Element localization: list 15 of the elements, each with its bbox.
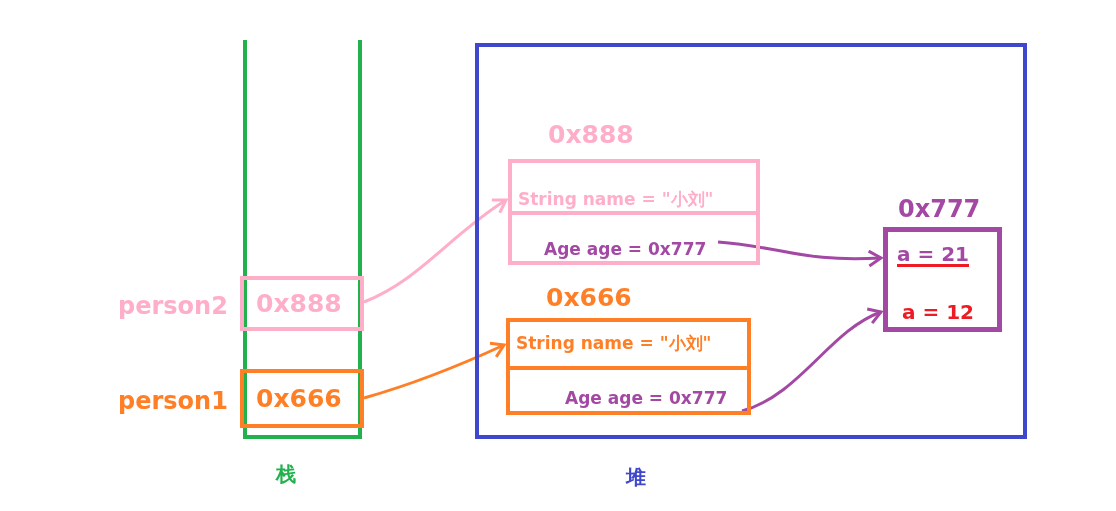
address-label: 0x666 bbox=[546, 285, 632, 310]
arrow bbox=[363, 341, 506, 400]
heap-label: 堆 bbox=[626, 467, 646, 487]
address-label: 0x777 bbox=[898, 197, 981, 221]
arrow bbox=[741, 308, 883, 413]
cell-value: 0x888 bbox=[256, 290, 342, 316]
variable-name: person2 bbox=[118, 293, 228, 318]
arrow bbox=[717, 240, 883, 268]
field-value: a = 12 bbox=[902, 302, 974, 322]
arrow bbox=[363, 198, 508, 304]
address-label: 0x888 bbox=[548, 122, 634, 147]
stack-label: 栈 bbox=[276, 464, 296, 484]
struck-value: a = 21 bbox=[897, 244, 969, 268]
cell-value: 0x666 bbox=[256, 385, 342, 411]
variable-name: person1 bbox=[118, 388, 228, 413]
